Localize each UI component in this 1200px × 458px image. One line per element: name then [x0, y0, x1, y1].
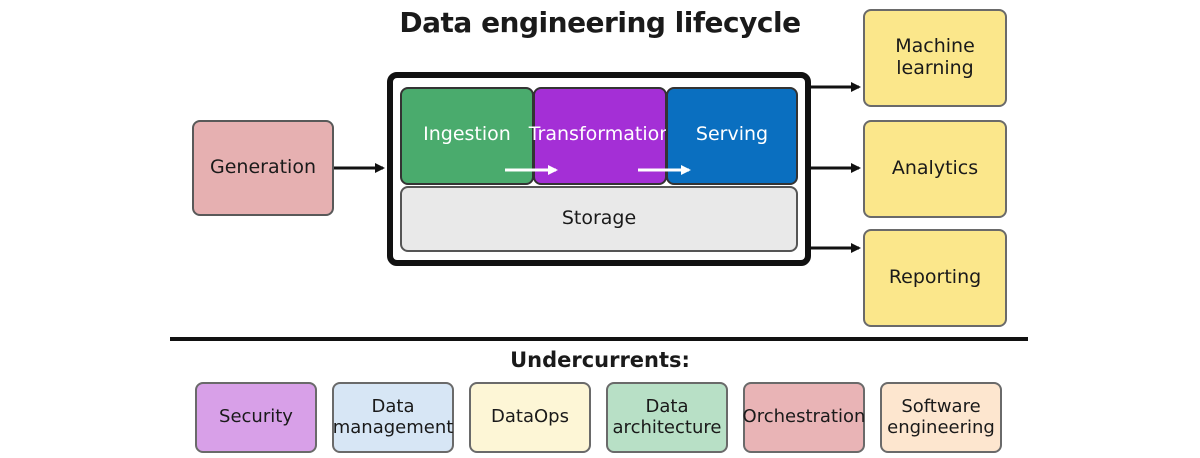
undercurrent-software-engineering: Software engineering: [880, 382, 1002, 453]
undercurrent-orchestration: Orchestration: [743, 382, 865, 453]
storage-box: Storage: [400, 186, 798, 252]
undercurrent-data-management: Data management: [332, 382, 454, 453]
undercurrent-data-architecture: Data architecture: [606, 382, 728, 453]
machine-learning-box: Machine learning: [863, 9, 1007, 107]
generation-box: Generation: [192, 120, 334, 216]
reporting-box: Reporting: [863, 229, 1007, 327]
analytics-box: Analytics: [863, 120, 1007, 218]
undercurrents-title: Undercurrents:: [510, 348, 690, 372]
undercurrent-security: Security: [195, 382, 317, 453]
diagram-title: Data engineering lifecycle: [399, 6, 801, 39]
section-divider: [170, 337, 1028, 341]
undercurrent-dataops: DataOps: [469, 382, 591, 453]
